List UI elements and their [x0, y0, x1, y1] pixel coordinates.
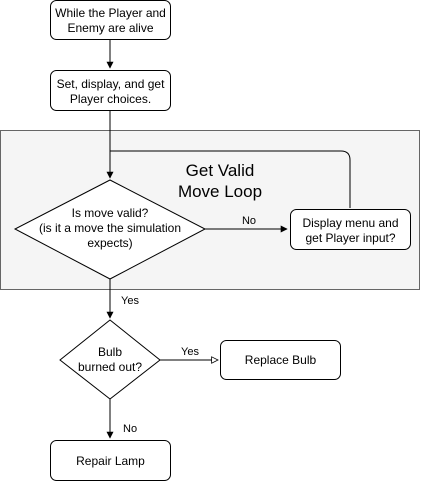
node-valid-line1: Is move valid? [72, 206, 149, 220]
node-repair-lamp: Repair Lamp [50, 440, 171, 481]
loop-title-line1: Get Valid [186, 161, 255, 180]
node-valid-decision: Is move valid? (is it a move the simulat… [13, 179, 207, 280]
node-start: While the Player and Enemy are alive [50, 0, 171, 40]
node-start-line2: Enemy are alive [67, 21, 153, 35]
node-choices-line2: Player choices. [70, 92, 151, 106]
edge-label-no-repair: No [123, 423, 137, 435]
node-replace-bulb: Replace Bulb [220, 340, 341, 380]
edge-label-yes-replace: Yes [181, 346, 199, 358]
loop-title-line2: Move Loop [178, 182, 262, 201]
edge-loop-back [110, 150, 351, 208]
node-start-line1: While the Player and [55, 6, 166, 20]
node-display-menu: Display menu and get Player input? [290, 209, 411, 250]
node-bulb-line2: burned out? [78, 360, 142, 374]
edge-label-yes-valid: Yes [121, 295, 139, 307]
edge-label-no-display: No [242, 215, 256, 227]
node-bulb-decision: Bulb burned out? [59, 319, 161, 400]
node-replace-label: Replace Bulb [245, 353, 317, 367]
node-display-line1: Display menu and [302, 216, 398, 230]
node-bulb-line1: Bulb [98, 345, 122, 359]
node-choices-line1: Set, display, and get [57, 77, 166, 91]
node-repair-label: Repair Lamp [76, 454, 145, 468]
node-choices: Set, display, and get Player choices. [50, 70, 171, 111]
node-display-line2: get Player input? [305, 231, 395, 245]
node-valid-line3: expects) [87, 236, 132, 250]
node-valid-line2: (is it a move the simulation [39, 221, 181, 235]
